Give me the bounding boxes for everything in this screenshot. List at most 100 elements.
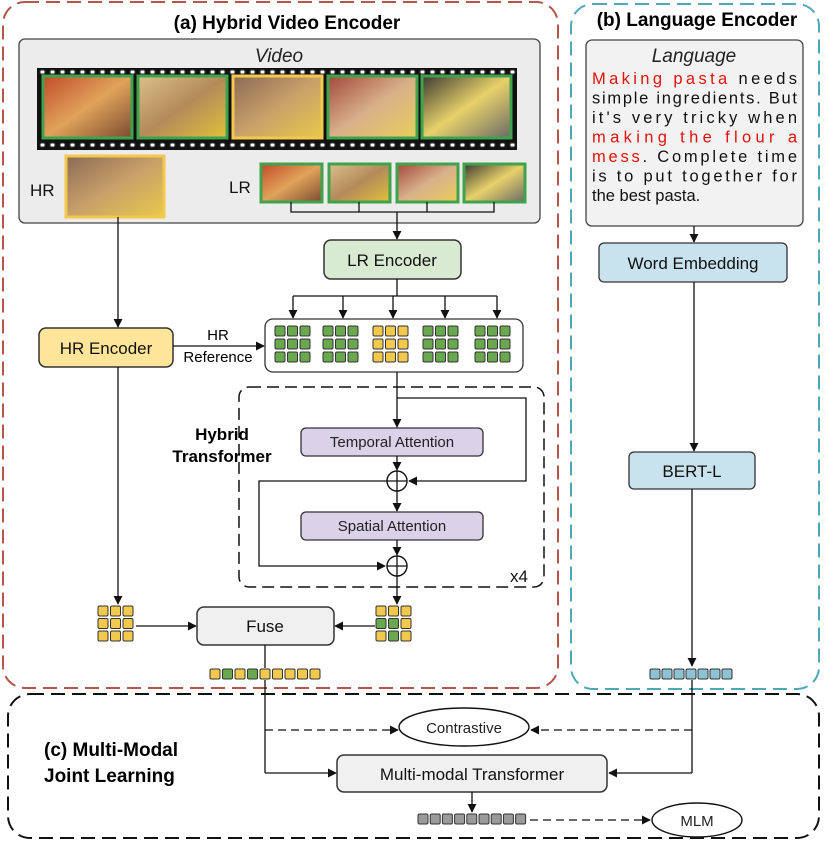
film-sprocket bbox=[169, 69, 176, 75]
plain-phrase: simple ingredients. But bbox=[592, 90, 797, 108]
film-sprocket bbox=[499, 142, 506, 148]
film-sprocket bbox=[299, 142, 306, 148]
film-sprocket bbox=[409, 69, 416, 75]
video-token bbox=[222, 668, 233, 680]
frame-token bbox=[299, 351, 311, 363]
mixed-token bbox=[400, 630, 412, 642]
frame-token bbox=[322, 351, 334, 363]
mixed-token bbox=[388, 618, 399, 629]
frame-token bbox=[372, 351, 384, 363]
film-sprocket bbox=[279, 142, 286, 148]
film-sprocket bbox=[159, 142, 166, 148]
frame-token bbox=[435, 325, 446, 337]
film-sprocket bbox=[319, 69, 326, 75]
add-node-1 bbox=[386, 470, 408, 492]
language-line: making the flour a bbox=[592, 129, 798, 147]
mixed-token bbox=[375, 630, 387, 642]
frame-token bbox=[335, 351, 346, 363]
language-token bbox=[685, 668, 697, 680]
video-token-row bbox=[209, 668, 321, 680]
frame-token bbox=[487, 351, 498, 363]
language-encoder-title: (b) Language Encoder bbox=[597, 10, 798, 31]
video-frame-1 bbox=[41, 74, 134, 140]
film-sprocket bbox=[279, 69, 286, 75]
joint-token bbox=[478, 813, 490, 825]
film-sprocket bbox=[469, 69, 476, 75]
film-sprocket bbox=[239, 69, 246, 75]
film-sprocket bbox=[59, 69, 66, 75]
hybrid-transformer-label-line1: Hybrid bbox=[195, 425, 249, 444]
language-token bbox=[709, 668, 721, 680]
film-sprocket bbox=[339, 69, 346, 75]
joint-token bbox=[490, 813, 502, 825]
video-token bbox=[259, 668, 271, 680]
lr-frame-3 bbox=[395, 162, 460, 204]
temporal-attention-label: Temporal Attention bbox=[330, 434, 454, 451]
film-sprocket bbox=[39, 142, 46, 148]
film-sprocket bbox=[329, 142, 336, 148]
film-sprocket bbox=[369, 142, 376, 148]
frame-token bbox=[372, 338, 384, 350]
frame-token bbox=[274, 351, 286, 363]
lr-merge-lines bbox=[290, 202, 495, 213]
frame-token bbox=[499, 325, 511, 337]
film-sprocket bbox=[259, 142, 266, 148]
hr-token bbox=[122, 618, 134, 629]
frame-token bbox=[397, 338, 409, 350]
film-sprocket bbox=[309, 69, 316, 75]
video-token bbox=[297, 668, 308, 680]
bert-label: BERT-L bbox=[662, 462, 721, 481]
frame-token bbox=[474, 325, 486, 337]
video-frame-2 bbox=[136, 74, 229, 140]
film-sprocket bbox=[199, 69, 206, 75]
hr-token bbox=[122, 630, 134, 642]
film-sprocket bbox=[219, 142, 226, 148]
frame-token bbox=[422, 325, 434, 337]
film-sprocket bbox=[199, 142, 206, 148]
joint-learning-title-line1: (c) Multi-Modal bbox=[44, 740, 178, 761]
video-panel-title: Video bbox=[255, 46, 303, 67]
film-sprocket bbox=[489, 69, 496, 75]
film-sprocket bbox=[329, 69, 336, 75]
film-sprocket bbox=[79, 69, 86, 75]
frame-token bbox=[487, 338, 498, 350]
film-sprocket bbox=[439, 69, 446, 75]
joint-token bbox=[466, 813, 478, 825]
frame-token bbox=[274, 338, 286, 350]
film-strip bbox=[37, 68, 517, 150]
film-sprocket bbox=[449, 69, 456, 75]
film-sprocket bbox=[499, 69, 506, 75]
language-token bbox=[649, 668, 661, 680]
joint-token bbox=[454, 813, 466, 825]
language-panel-title: Language bbox=[652, 46, 737, 67]
film-sprocket bbox=[379, 142, 386, 148]
frame-token bbox=[347, 325, 359, 337]
film-sprocket bbox=[79, 142, 86, 148]
film-sprocket bbox=[479, 142, 486, 148]
film-sprocket bbox=[139, 142, 146, 148]
frame-token bbox=[397, 351, 409, 363]
frame-token bbox=[322, 338, 334, 350]
video-frame-4 bbox=[326, 74, 419, 140]
film-sprocket bbox=[409, 142, 416, 148]
frame-token bbox=[397, 325, 409, 337]
frame-token-groups bbox=[274, 325, 511, 363]
word-embedding-label: Word Embedding bbox=[627, 254, 758, 273]
film-sprocket bbox=[479, 69, 486, 75]
film-sprocket bbox=[89, 142, 96, 148]
language-line: Making pasta needs bbox=[592, 70, 797, 88]
film-sprocket bbox=[359, 142, 366, 148]
film-sprocket bbox=[369, 69, 376, 75]
hr-token bbox=[122, 605, 134, 617]
frame-token bbox=[385, 338, 396, 350]
film-sprocket bbox=[339, 142, 346, 148]
film-sprocket bbox=[49, 142, 56, 148]
frame-token bbox=[299, 325, 311, 337]
video-token bbox=[309, 668, 321, 680]
film-sprocket bbox=[189, 142, 196, 148]
video-encoder-title: (a) Hybrid Video Encoder bbox=[174, 13, 401, 34]
film-sprocket bbox=[129, 69, 136, 75]
mlm-node bbox=[651, 802, 743, 838]
hr-token bbox=[110, 605, 121, 617]
